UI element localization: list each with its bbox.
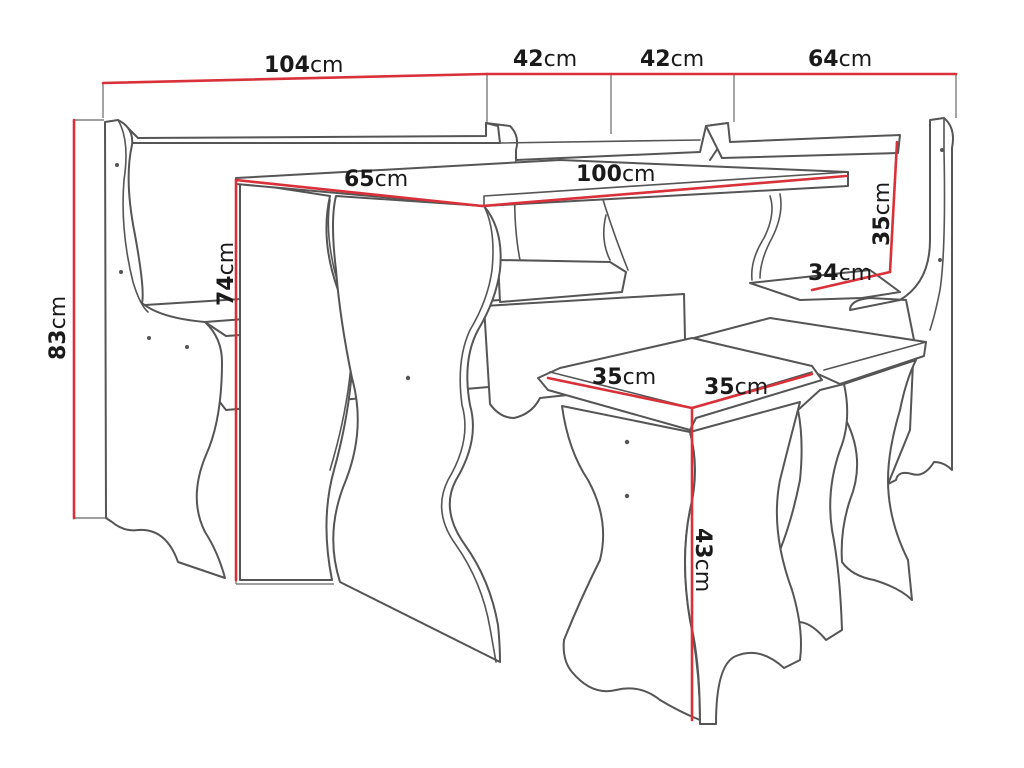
screw-hole (147, 336, 151, 340)
label-35cm-stool-depth: 35cm (592, 365, 656, 390)
table-front-leg (332, 195, 502, 663)
screw-hole (940, 148, 944, 152)
long-bench-backrest (127, 122, 501, 144)
dim-line-35-back (888, 140, 899, 274)
screw-hole (624, 439, 630, 445)
screw-hole (185, 345, 189, 349)
stool-front (537, 337, 823, 725)
stool-back-leg-right (840, 359, 917, 601)
label-65cm: 65cm (344, 167, 408, 192)
stool-front-leg-side (561, 405, 701, 721)
table (235, 159, 849, 663)
corner-support (599, 189, 629, 271)
corner-seat (497, 259, 627, 303)
label-42cm-right: 42cm (640, 47, 704, 72)
long-bench-end-panel-inner (117, 119, 149, 313)
screw-hole (624, 493, 630, 499)
label-64cm: 64cm (808, 47, 872, 72)
label-104cm: 104cm (264, 53, 343, 78)
screw-hole (115, 163, 119, 167)
dim-line-35-stool-a (546, 376, 694, 410)
label-100cm: 100cm (576, 162, 655, 187)
label-42cm-left: 42cm (513, 47, 577, 72)
screw-hole (405, 375, 411, 381)
short-bench-end-panel-inner (929, 117, 946, 331)
table-top-edge (483, 171, 849, 207)
stool-front-leg-front (684, 401, 802, 725)
dimension-labels: 104cm 42cm 42cm 64cm 83cm 65cm 100cm 74c… (46, 47, 895, 592)
dim-line-104 (101, 72, 489, 85)
stool-front-top (537, 337, 823, 431)
long-bench-end-panel (104, 119, 226, 579)
dimension-lines (72, 72, 958, 722)
dim-line-100 (480, 174, 848, 208)
screw-hole (938, 258, 942, 262)
dim-line-65 (234, 178, 484, 208)
short-bench-end-panel (849, 117, 954, 485)
stool-back (693, 317, 927, 641)
label-35cm-backrest: 35cm (870, 182, 895, 246)
label-83cm: 83cm (46, 296, 71, 360)
table-front-leg-edge (440, 205, 497, 663)
screw-hole (119, 270, 123, 274)
label-34cm: 34cm (808, 261, 872, 286)
label-35cm-stool-width: 35cm (704, 375, 768, 400)
label-74cm: 74cm (214, 242, 239, 306)
short-bench-backrest (705, 122, 901, 159)
table-back-leg (750, 193, 782, 281)
dim-line-34 (810, 270, 892, 292)
label-43cm: 43cm (690, 528, 715, 592)
stool-back-top-edge (823, 341, 927, 371)
dim-line-35-stool-b (690, 372, 814, 410)
